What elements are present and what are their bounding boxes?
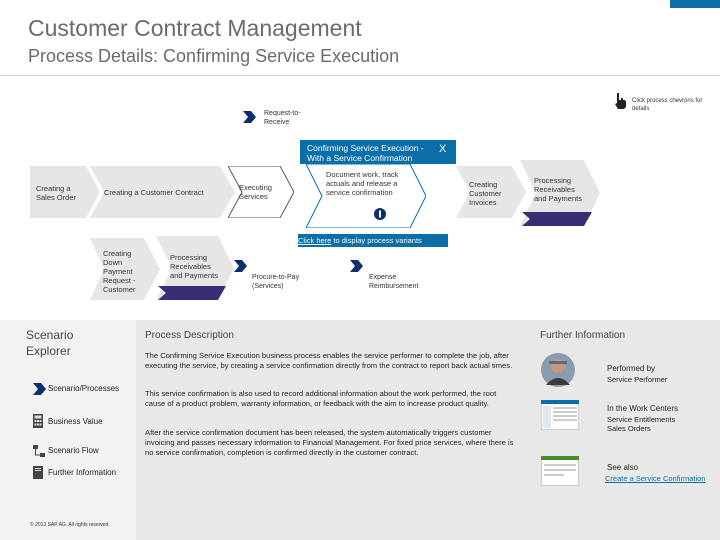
- book-icon: [33, 466, 43, 484]
- chevron-label: Creating Down Payment Request - Customer: [103, 249, 136, 294]
- arrow-icon: [33, 382, 47, 400]
- pointer-hand-icon: [612, 92, 628, 110]
- scenario-explorer-title: Scenario Explorer: [26, 328, 74, 358]
- further-information-heading: Further Information: [540, 330, 626, 341]
- chevron-executing-services[interactable]: Executing Services: [228, 166, 294, 218]
- see-also-screen-icon: [540, 455, 580, 491]
- request-to-receive-link[interactable]: Request-to-Receive: [264, 110, 301, 126]
- sidebar-item-further-information[interactable]: Further Information: [48, 468, 117, 477]
- expense-reimbursement-link[interactable]: Expense Reimbursement: [369, 274, 419, 290]
- chevron-label: Executing Services: [239, 183, 272, 201]
- chevron-creating-sales-order[interactable]: Creating a Sales Order: [30, 166, 100, 218]
- flow-icon: [33, 444, 45, 462]
- chevron-label: Processing Receivables and Payments: [170, 253, 218, 280]
- page-subtitle: Process Details: Confirming Service Exec…: [28, 46, 400, 66]
- procure-to-pay-arrow-icon: [234, 259, 248, 277]
- page-title: Customer Contract Management: [28, 15, 362, 41]
- description-paragraph: After the service confirmation document …: [145, 428, 514, 457]
- chevron-document-work[interactable]: Document work, track actuals and release…: [306, 164, 426, 228]
- create-service-confirmation-link[interactable]: Create a Service Confirmation: [605, 474, 706, 483]
- performed-by-label: Performed by: [607, 364, 656, 373]
- sidebar-item-scenario-flow[interactable]: Scenario Flow: [48, 446, 99, 455]
- chevron-creating-customer-contract[interactable]: Creating a Customer Contract: [90, 166, 235, 218]
- info-icon[interactable]: [374, 208, 386, 220]
- scenario-explorer-sidebar: [0, 320, 136, 540]
- variant-bar: Click here to display process variants: [298, 234, 448, 247]
- chevron-processing-receivables[interactable]: Processing Receivables and Payments: [520, 160, 600, 226]
- work-center-item: Sales Orders: [607, 424, 651, 433]
- chevron-hint-text: Click process chevrons for details: [632, 98, 703, 112]
- procure-to-pay-link[interactable]: Procure-to-Pay (Services): [252, 274, 300, 290]
- chevron-label: Creating Customer Invoices: [469, 180, 502, 207]
- chevron-label: Processing Receivables and Payments: [534, 176, 582, 203]
- popup-title: Confirming Service Execution - With a Se…: [307, 143, 424, 163]
- chevron-down-payment-request[interactable]: Creating Down Payment Request - Customer: [90, 238, 160, 300]
- description-paragraph: This service confirmation is also used t…: [145, 389, 497, 408]
- chevron-label: Creating a Sales Order: [36, 184, 77, 202]
- performed-by-value: Service Performer: [607, 375, 668, 384]
- work-center-item: Service Entitlements: [607, 415, 676, 424]
- variant-text: to display process variants: [331, 236, 422, 245]
- copyright: © 2013 SAP AG. All rights reserved.: [30, 522, 110, 528]
- process-description-heading: Process Description: [145, 330, 234, 341]
- chevron-processing-receivables-lower[interactable]: Processing Receivables and Payments: [156, 236, 234, 300]
- calculator-icon: [33, 414, 43, 433]
- chevron-label: Document work, track actuals and release…: [326, 170, 399, 197]
- close-icon[interactable]: X: [439, 143, 447, 155]
- work-center-screen-icon: [540, 399, 580, 435]
- description-paragraph: The Confirming Service Execution busines…: [145, 351, 513, 370]
- popup-header: [300, 140, 456, 164]
- chevron-creating-customer-invoices[interactable]: Creating Customer Invoices: [456, 166, 526, 218]
- click-here-link[interactable]: Click here: [298, 236, 332, 245]
- request-to-receive-arrow-icon: [243, 110, 257, 128]
- top-accent-bar: [670, 0, 720, 8]
- expense-arrow-icon: [350, 259, 364, 277]
- header-divider: [0, 75, 720, 76]
- chevron-label: Creating a Customer Contract: [104, 188, 204, 197]
- work-centers-label: In the Work Centers: [607, 404, 678, 413]
- see-also-label: See also: [607, 463, 639, 472]
- sidebar-item-scenario-processes[interactable]: Scenario/Processes: [48, 384, 120, 393]
- sidebar-item-business-value[interactable]: Business Value: [48, 417, 103, 426]
- avatar: [541, 353, 575, 392]
